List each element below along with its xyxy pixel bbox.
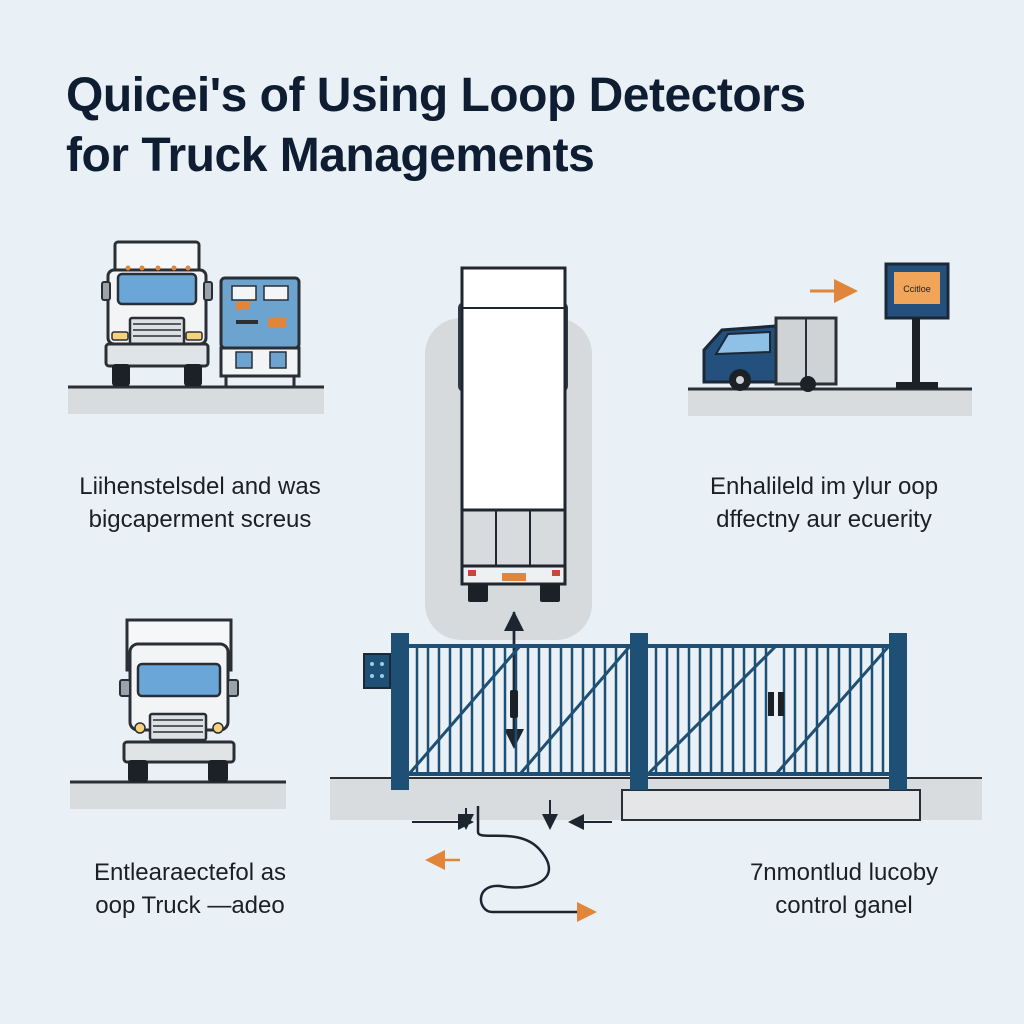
truck-front-icon — [101, 240, 213, 386]
caption-top-right-line-2: dffectny aur ecuerity — [716, 506, 932, 533]
title-line-2: for Truck Managements — [66, 129, 595, 182]
van-with-sign-scene: Ccitloe — [688, 262, 972, 416]
sign-label: Ccitloe — [903, 284, 931, 294]
gate-barrier-scene — [330, 633, 982, 821]
trailer-top-view-icon — [425, 266, 592, 749]
caption-top-left: Liihenstelsdel and was bigcaperment scre… — [40, 470, 360, 536]
caption-bottom-left-line-1: Entlearaectefol as — [93, 859, 287, 886]
title-line-1: Quicei's of Using Loop Detectors — [66, 69, 806, 122]
caption-top-left-line-1: Liihenstelsdel and was — [79, 473, 321, 500]
truck-with-kiosk-scene — [68, 240, 324, 414]
caption-bottom-right-line-2: control ganel — [775, 892, 913, 919]
truck-front-scene — [70, 618, 286, 809]
caption-top-left-line-2: bigcaperment screus — [88, 506, 312, 533]
box-truck-icon — [119, 618, 239, 782]
info-sign-icon: Ccitloe — [884, 262, 950, 389]
gate-control-box — [363, 653, 391, 689]
ground-strip — [68, 388, 324, 414]
caption-top-right-line-1: Enhalileld im ylur oop — [709, 473, 939, 500]
caption-bottom-left-line-2: oop Truck —adeo — [95, 892, 285, 919]
caption-bottom-right-line-1: 7nmontlud lucoby — [749, 859, 939, 886]
caption-bottom-left: Entlearaectefol as oop Truck —adeo — [40, 856, 340, 922]
caption-top-right: Enhalileld im ylur oop dffectny aur ecue… — [664, 470, 984, 536]
caption-bottom-right: 7nmontlud lucoby control ganel — [694, 856, 994, 922]
delivery-van-icon — [702, 316, 838, 392]
gate-panels — [407, 644, 891, 776]
loop-detector-wire — [412, 800, 612, 922]
ground-strip — [70, 783, 286, 809]
ground-strip — [688, 390, 972, 416]
page-title: Quicei's of Using Loop Detectors for Tru… — [66, 66, 966, 186]
kiosk-terminal-icon — [219, 276, 301, 386]
